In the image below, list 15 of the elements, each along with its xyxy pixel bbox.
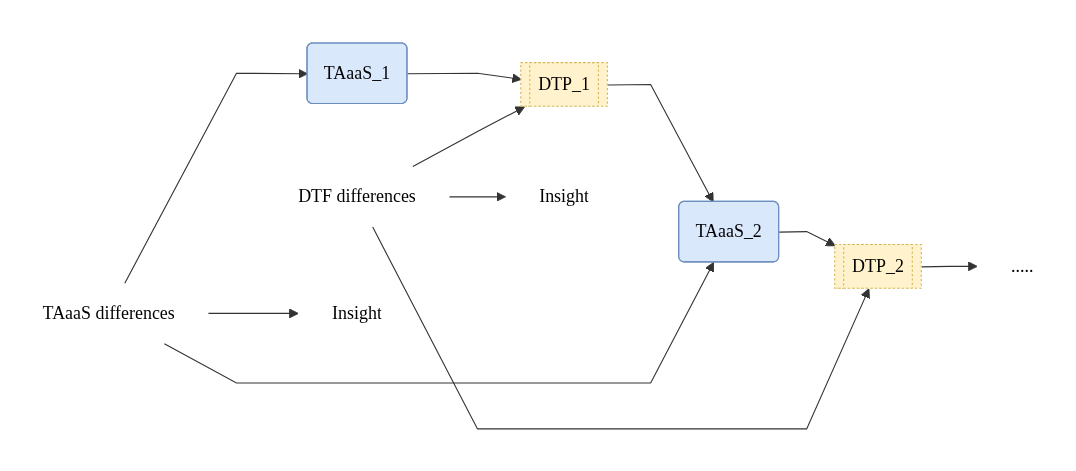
arrow xyxy=(124,68,308,284)
arrow xyxy=(372,226,870,430)
arrow xyxy=(412,106,525,167)
arrow xyxy=(448,191,506,202)
arrow xyxy=(607,83,714,202)
node-text: ..... xyxy=(1010,255,1034,275)
node-text: DTF differences xyxy=(298,186,416,206)
arrow xyxy=(778,230,836,246)
arrow xyxy=(207,308,299,318)
node-text: Insight xyxy=(332,302,382,322)
arrow xyxy=(921,261,978,271)
arrow xyxy=(406,72,522,83)
node-text: TAaaS differences xyxy=(42,302,175,322)
node-text: Insight xyxy=(539,186,589,206)
arrow xyxy=(163,261,715,384)
